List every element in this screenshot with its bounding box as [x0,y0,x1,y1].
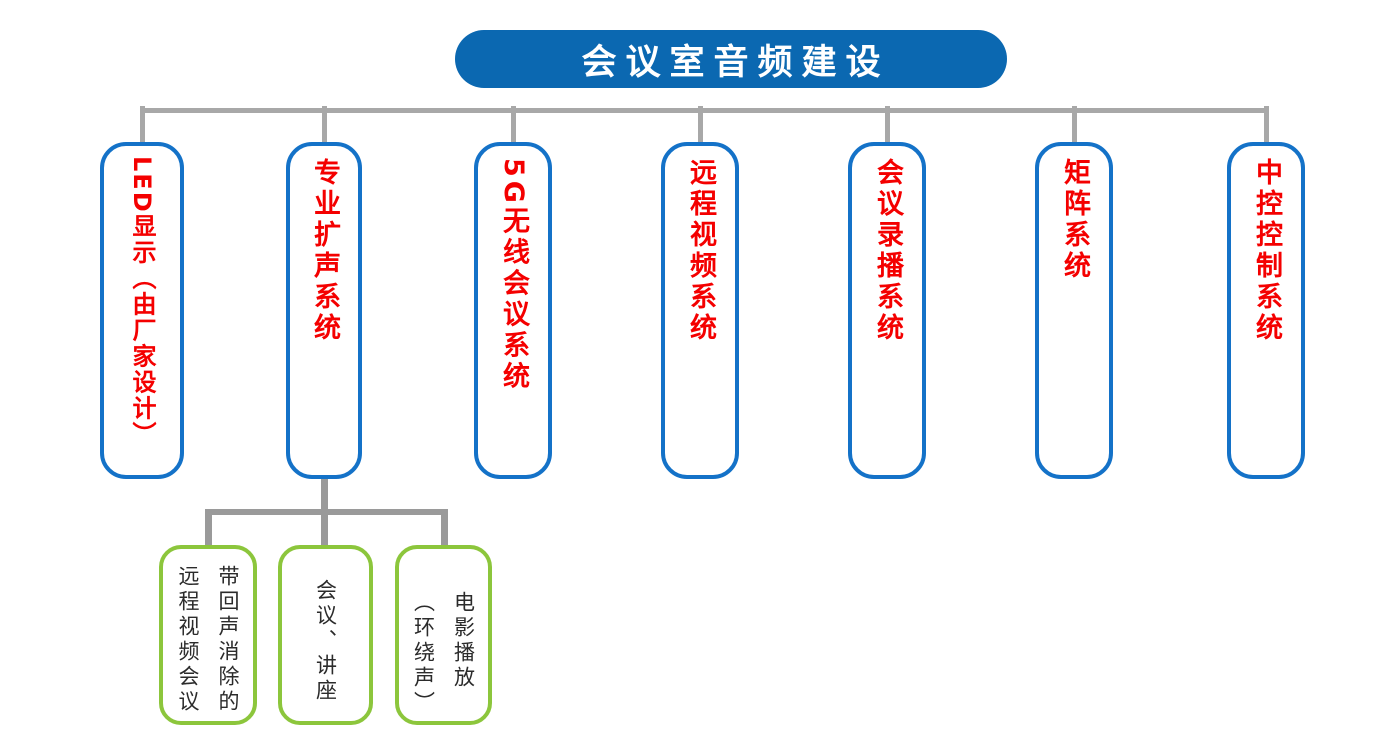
connector-l1-drop-2 [322,106,327,144]
connector-l2-stub [321,477,328,513]
node-pro-audio-system: 专业扩声系统 [286,142,362,479]
connector-l1-drop-4 [698,106,703,144]
child-node-echo-cancel-video-conference-label: 带回声消除的 远程视频会议 [176,565,240,715]
connector-l1-drop-6 [1072,106,1077,144]
connector-l2-drop-1 [205,509,212,547]
node-remote-video-system: 远程视频系统 [661,142,739,479]
node-central-control-label: 中控控制系统 [1251,158,1282,344]
root-node: 会议室音频建设 [455,30,1007,88]
node-matrix-system: 矩阵系统 [1035,142,1113,479]
connector-l1-drop-5 [885,106,890,144]
node-pro-audio-system-label: 专业扩声系统 [309,158,340,344]
node-led-display: LED显示（由厂家设计） [100,142,184,479]
node-matrix-system-label: 矩阵系统 [1059,158,1090,282]
connector-l1-drop-1 [140,106,145,144]
node-conference-recording-label: 会议录播系统 [872,158,903,344]
connector-l1-horizontal [140,108,1268,113]
connector-l1-drop-7 [1264,106,1269,144]
child-node-meeting-lecture-label: 会议、讲座 [313,579,338,704]
child-node-movie-surround: 电影播放 （环绕声） [395,545,492,725]
node-led-display-label: LED显示（由厂家设计） [128,156,156,448]
node-5g-wireless-conference: 5G无线会议系统 [474,142,552,479]
node-central-control: 中控控制系统 [1227,142,1305,479]
child-node-echo-cancel-video-conference: 带回声消除的 远程视频会议 [159,545,257,725]
connector-l2-drop-3 [441,509,448,547]
node-5g-wireless-conference-label: 5G无线会议系统 [498,158,529,393]
connector-l1-drop-3 [511,106,516,144]
node-conference-recording: 会议录播系统 [848,142,926,479]
node-remote-video-system-label: 远程视频系统 [685,158,716,344]
connector-l2-drop-2 [321,509,328,547]
root-node-label: 会议室音频建设 [581,42,890,83]
child-node-meeting-lecture: 会议、讲座 [278,545,373,725]
child-node-movie-surround-label: 电影播放 （环绕声） [411,591,476,716]
